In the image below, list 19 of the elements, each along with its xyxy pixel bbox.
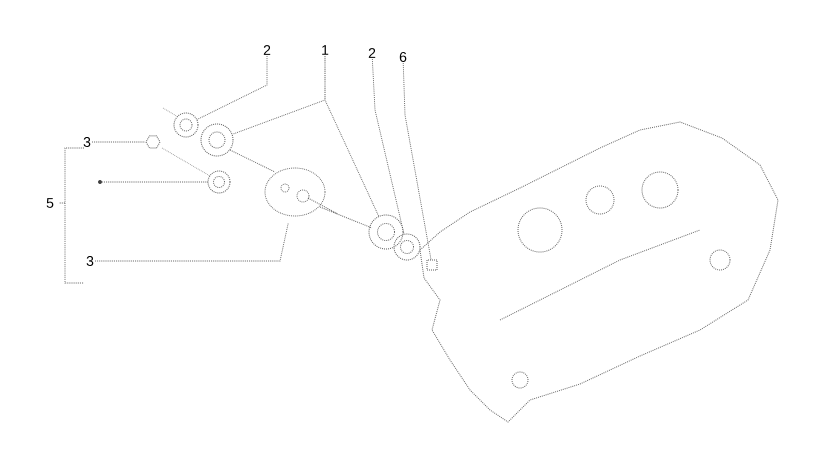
callout-number: 5 [46,198,54,208]
pin [426,260,438,270]
leader-line [402,62,432,260]
callout-number: 6 [400,52,406,62]
callout-number: 1 [322,45,328,55]
callout-number: 2 [368,48,376,58]
main-bearing [200,124,234,156]
crank-web [264,168,326,216]
washer [208,170,230,194]
leader-line [196,56,268,120]
leader-line [94,223,289,262]
oil-seal [174,112,198,138]
oil-seal [394,234,420,260]
callout-number: 3 [86,256,94,266]
callout-number: 2 [264,45,270,55]
leader-line [324,56,380,217]
main-bearing [368,214,404,250]
callout-number: 3 [84,137,90,147]
leader-line [372,58,404,234]
